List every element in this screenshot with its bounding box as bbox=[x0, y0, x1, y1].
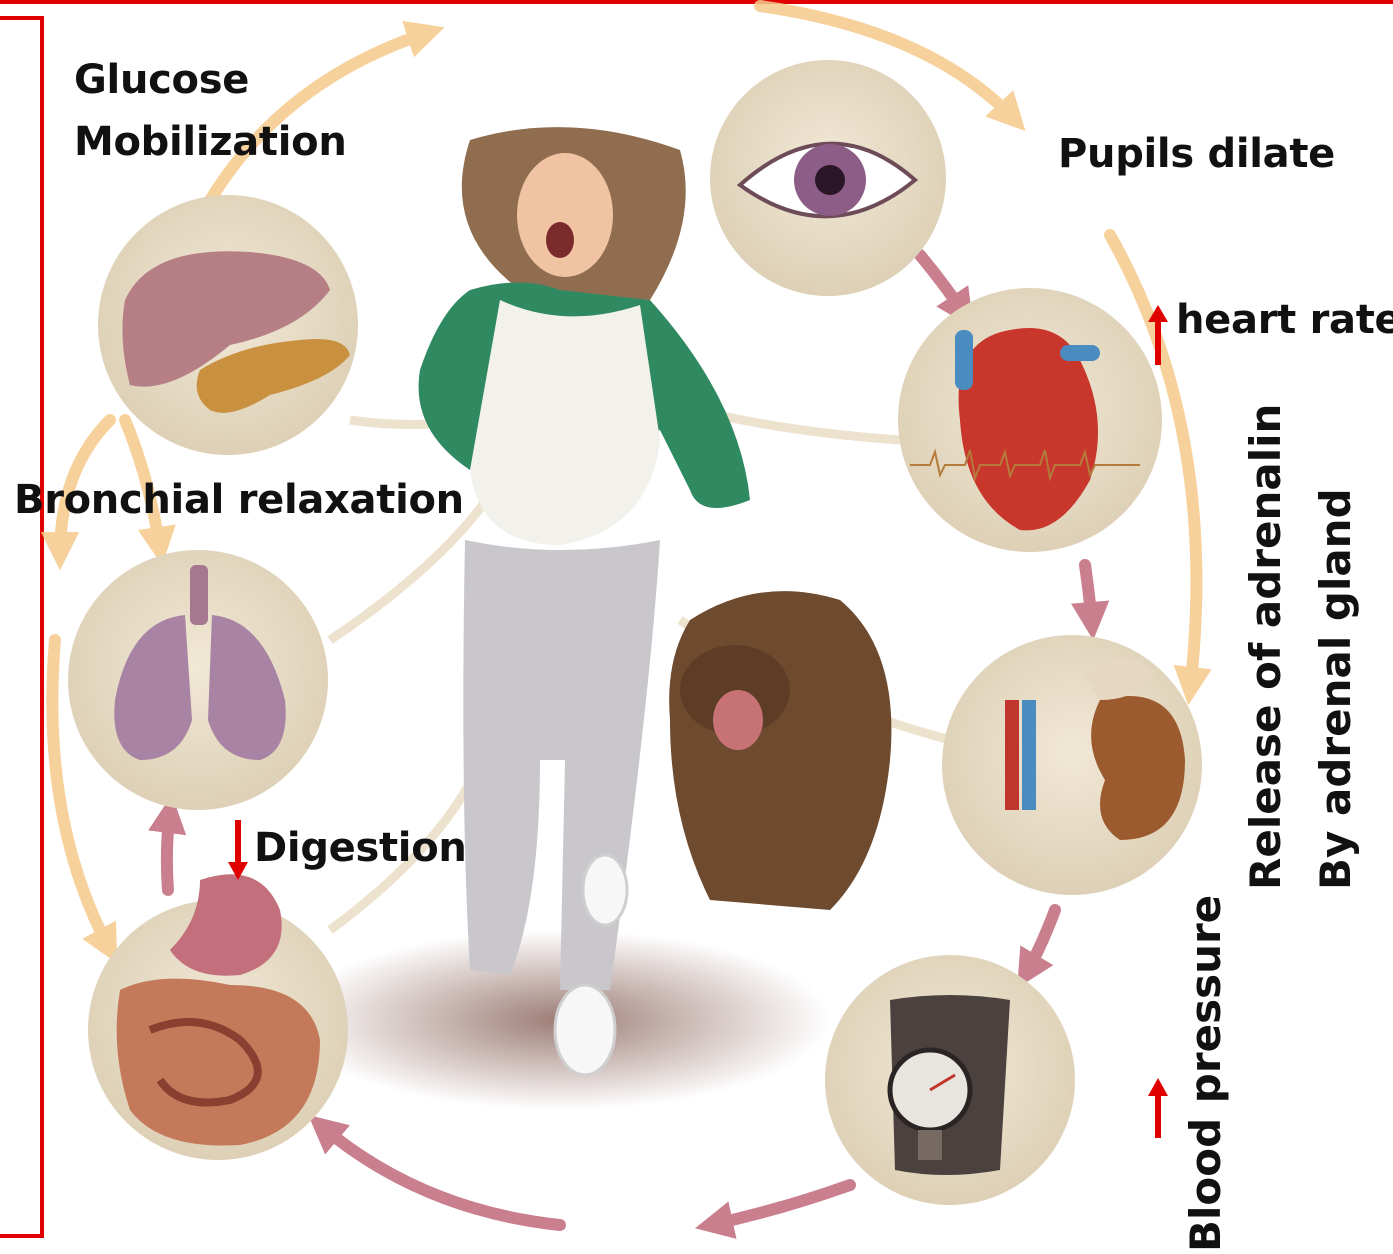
pupils-dilate-label: Pupils dilate bbox=[1058, 128, 1335, 180]
digestion-label: Digestion bbox=[254, 822, 467, 874]
digestive-circle bbox=[88, 874, 348, 1160]
heart-rate-label: heart rate bbox=[1176, 294, 1393, 346]
red-frame bbox=[0, 18, 42, 1236]
blood-pressure-circle bbox=[825, 955, 1075, 1205]
heart-circle bbox=[898, 288, 1162, 552]
running-woman-illustration bbox=[419, 127, 750, 1075]
blood-pressure-up-arrow bbox=[1148, 1078, 1168, 1138]
lungs-circle bbox=[68, 550, 328, 810]
shoe-left bbox=[555, 985, 615, 1075]
bear-illustration bbox=[669, 591, 891, 910]
shoe-right bbox=[583, 855, 627, 925]
adrenal-gland-label: By adrenal gland bbox=[1302, 488, 1369, 890]
pants bbox=[463, 540, 660, 990]
bear-body bbox=[669, 591, 891, 910]
adrenalin-release-label: Release of adrenalin bbox=[1232, 404, 1299, 890]
shirt bbox=[470, 300, 660, 545]
kidney-circle bbox=[942, 635, 1202, 895]
eye-circle bbox=[710, 60, 946, 296]
bear-mouth bbox=[713, 690, 763, 750]
liver-circle bbox=[98, 195, 358, 455]
face bbox=[517, 153, 613, 277]
glucose-label: Glucose bbox=[74, 54, 249, 106]
blood-pressure-label: Blood pressure bbox=[1172, 895, 1239, 1252]
mouth bbox=[546, 222, 574, 258]
digestion-down-arrow bbox=[228, 820, 248, 880]
bronchial-relaxation-label: Bronchial relaxation bbox=[14, 474, 464, 526]
intestines-icon bbox=[117, 979, 320, 1146]
mobilization-label: Mobilization bbox=[74, 116, 347, 168]
trachea-icon bbox=[190, 565, 208, 625]
